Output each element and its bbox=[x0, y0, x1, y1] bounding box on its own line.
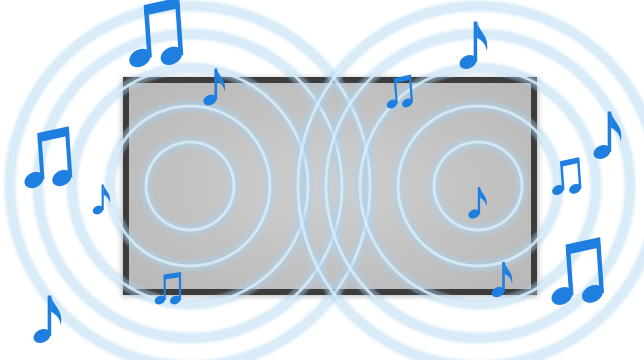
beamed-eighth-notes-icon bbox=[18, 126, 75, 192]
sound-waves bbox=[10, 6, 644, 360]
